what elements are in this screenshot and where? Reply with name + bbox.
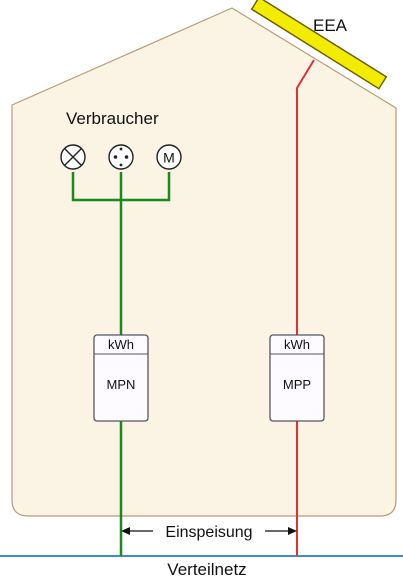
verteilnetz-label: Verteilnetz xyxy=(167,560,246,578)
einspeisung-arrow xyxy=(121,527,297,535)
eea-label: EEA xyxy=(313,16,348,35)
meter-mpn-unit: kWh xyxy=(108,337,134,352)
einspeisung-label: Einspeisung xyxy=(165,524,252,541)
meter-mpn: kWh MPN xyxy=(93,334,149,422)
meter-mpp-name: MPP xyxy=(283,377,311,392)
motor-symbol: M xyxy=(163,150,175,166)
verbraucher-label: Verbraucher xyxy=(66,109,159,128)
solar-panel-icon xyxy=(250,0,388,90)
motor-icon: M xyxy=(156,144,182,170)
feed-in-wiring xyxy=(296,59,315,556)
meter-mpp: kWh MPP xyxy=(269,334,325,422)
consumption-wiring xyxy=(71,172,171,556)
house-outline xyxy=(11,7,397,517)
meter-mpn-name: MPN xyxy=(107,377,136,392)
lamp-icon xyxy=(60,144,86,170)
meter-mpp-unit: kWh xyxy=(284,337,310,352)
socket-icon xyxy=(108,144,134,170)
